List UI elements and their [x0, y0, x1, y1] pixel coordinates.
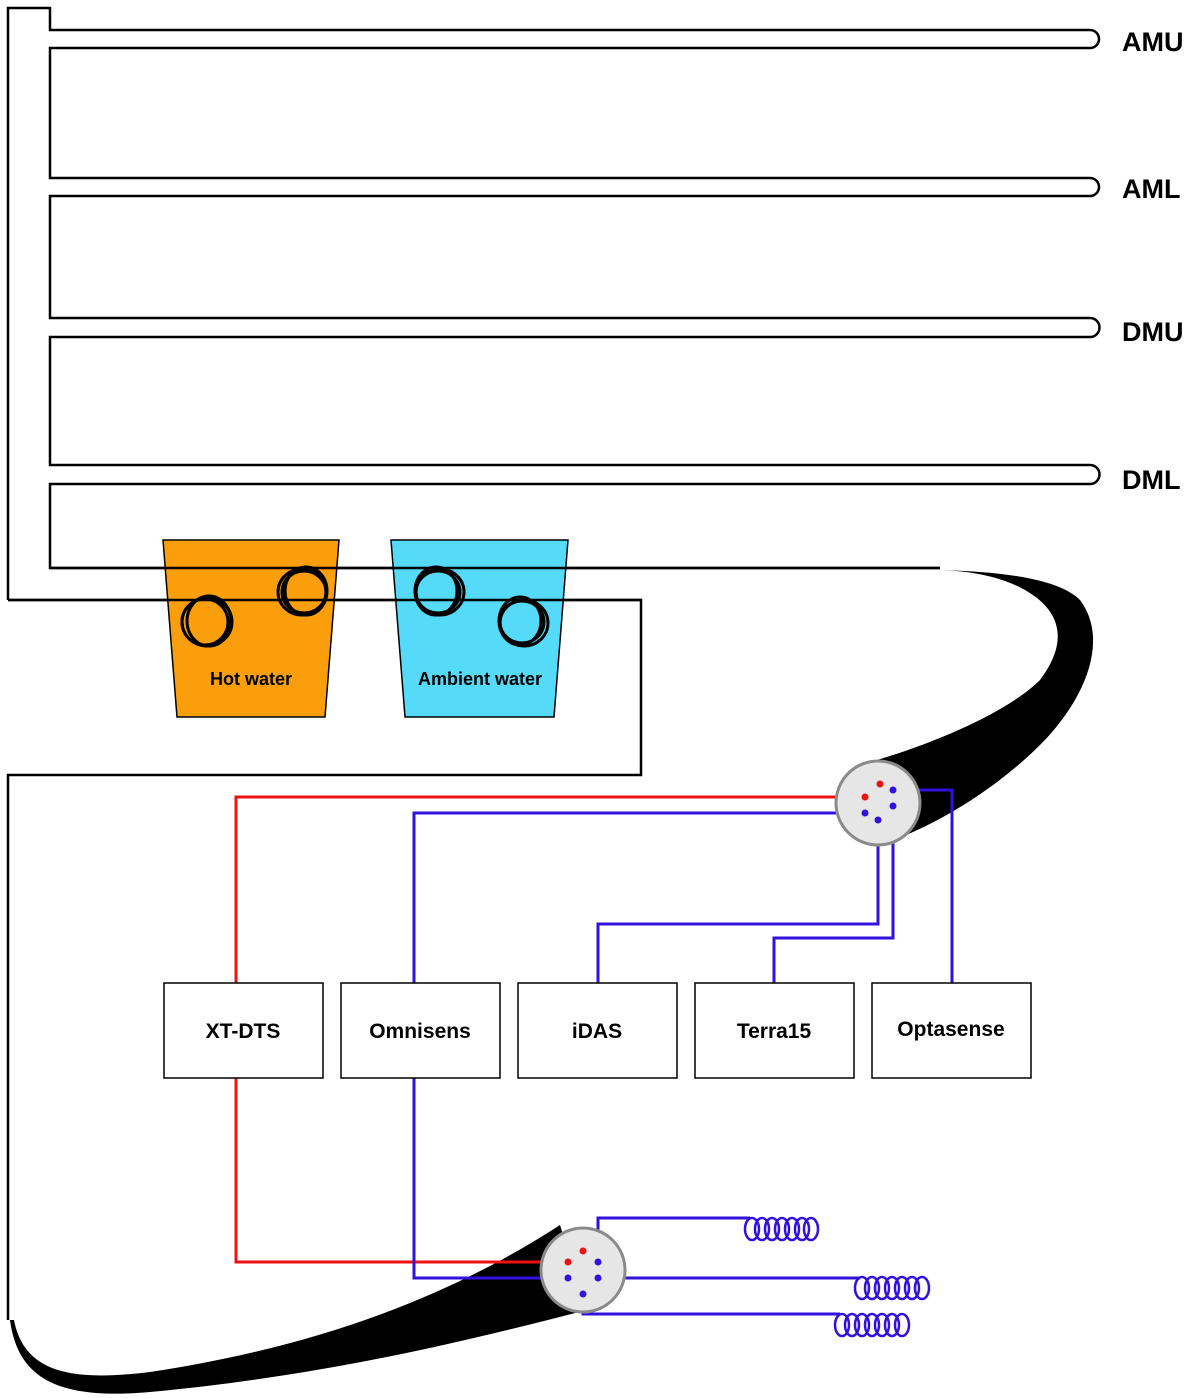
- instrument-label-terra15: Terra15: [737, 1020, 812, 1043]
- instrument-label-idas: iDAS: [572, 1020, 622, 1043]
- upper-cable-band: [870, 570, 1094, 845]
- instrument-box-optasense: Optasense: [871, 982, 1032, 1079]
- ambient-water-bucket: Ambient water: [390, 539, 569, 718]
- ambient-water-label: Ambient water: [418, 669, 542, 689]
- instrument-label-optasense: Optasense: [897, 1018, 1004, 1041]
- lower-connector: [539, 1226, 627, 1314]
- upper-connector: [834, 759, 922, 847]
- route-through-buckets: [8, 566, 940, 602]
- fiber-spool-coil-icon: [743, 1216, 931, 1338]
- hot-water-bucket: Hot water: [162, 539, 340, 718]
- instrument-box-terra15: Terra15: [694, 982, 855, 1079]
- branch-label-dml: DML: [1122, 465, 1180, 495]
- instrument-box-omnisens: Omnisens: [340, 982, 501, 1079]
- instrument-label-omnisens: Omnisens: [369, 1020, 471, 1043]
- instrument-box-xt-dts: XT-DTS: [163, 982, 324, 1079]
- instrument-label-xt-dts: XT-DTS: [206, 1020, 281, 1043]
- instrument-box-idas: iDAS: [517, 982, 678, 1079]
- branch-label-dmu: DMU: [1122, 317, 1184, 347]
- branch-label-aml: AML: [1122, 174, 1180, 204]
- branch-label-amu: AMU: [1122, 27, 1184, 57]
- hot-water-label: Hot water: [210, 669, 292, 689]
- lower-cable-band: [10, 1225, 587, 1394]
